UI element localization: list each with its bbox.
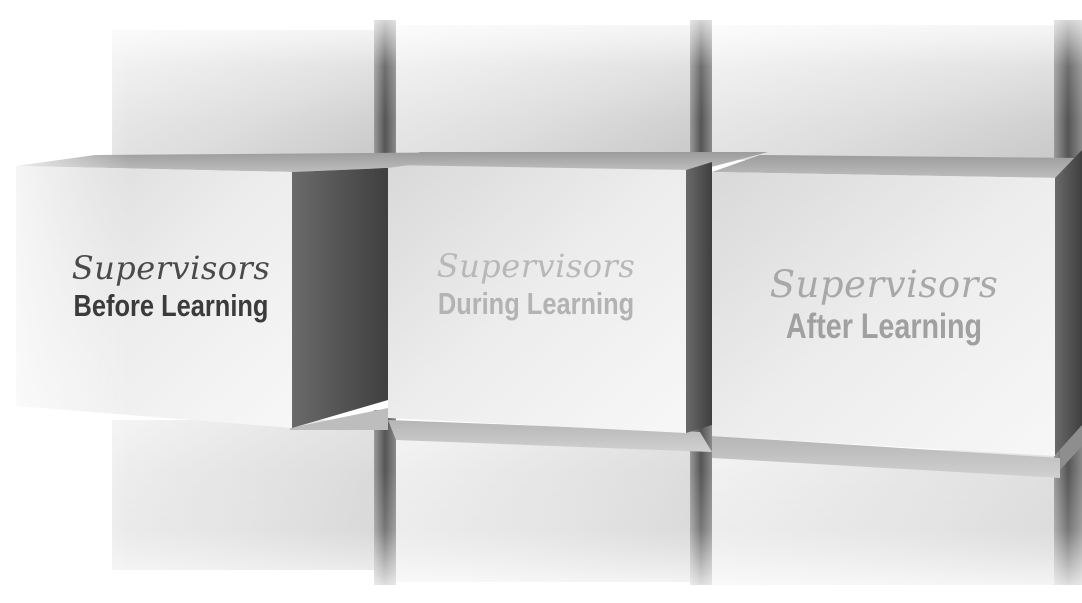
stage-title: Before Learning [73,288,269,323]
label-after-learning: Supervisors After Learning [754,266,1014,344]
stage-role: Supervisors [436,247,636,285]
block-after-learning [712,150,1082,456]
block-top [16,152,505,172]
label-during-learning: Supervisors During Learning [406,250,666,319]
ledge-under-after [712,436,1060,478]
stage-role: Supervisors [71,249,271,287]
block-top [712,155,1082,178]
block-during-learning [388,152,768,433]
fade-overlay-bottom [0,470,1082,603]
stage-role: Supervisors [769,263,999,306]
block-top [388,152,768,170]
block-face [388,165,686,433]
block-side [686,162,712,433]
block-side [1055,150,1082,455]
block-side [292,168,388,428]
block-face [712,172,1055,456]
ledge-under-during [388,420,712,452]
stage-title: After Learning [785,307,983,346]
stage-title: During Learning [437,286,635,321]
ledge-under-before [290,408,388,430]
fade-overlay-top [0,0,1082,120]
label-before-learning: Supervisors Before Learning [41,252,301,321]
fade-overlay-left [0,0,130,603]
